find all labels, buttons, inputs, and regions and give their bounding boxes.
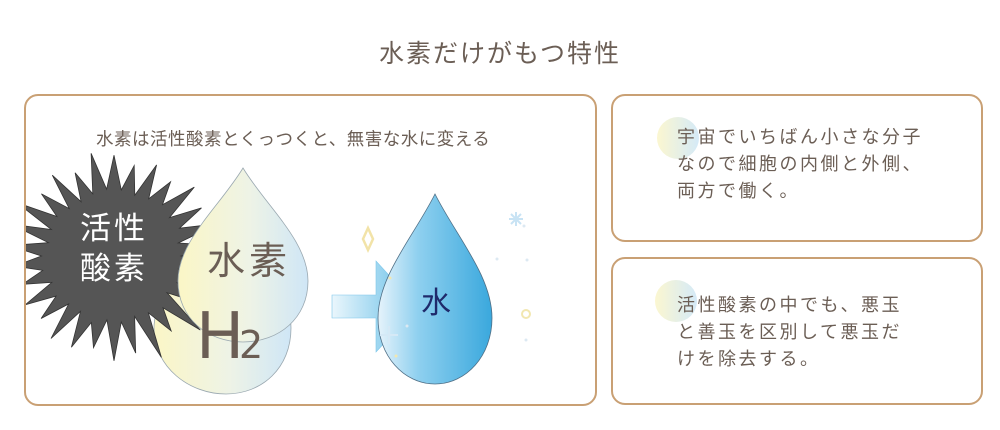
feature-text-line: なので細胞の内側と外側、 bbox=[677, 154, 923, 175]
h2-label-h: H bbox=[196, 300, 244, 374]
water-drop-label: 水 bbox=[421, 286, 451, 321]
feature-panel-small-molecule: 宇宙でいちばん小さな分子 なので細胞の内側と外側、 両方で働く。 bbox=[611, 94, 983, 242]
hydrogen-reaction-panel: 水素は活性酸素とくっつくと、無害な水に変える 活性 酸素 水素 H 2 水 bbox=[24, 94, 597, 406]
page-title: 水素だけがもつ特性 bbox=[378, 39, 621, 68]
feature-text-line: けを除去する。 bbox=[677, 349, 821, 370]
hydrogen-drop bbox=[177, 167, 309, 343]
active-oxygen-burst bbox=[26, 153, 224, 361]
feature-text: 活性酸素の中でも、悪玉 と善玉を区別して悪玉だ けを除去する。 bbox=[677, 292, 902, 373]
sparkle-icon bbox=[361, 224, 375, 254]
burst-label-line2: 酸素 bbox=[80, 251, 148, 287]
sparkle-icon bbox=[509, 212, 523, 226]
feature-panel-selective-removal: 活性酸素の中でも、悪玉 と善玉を区別して悪玉だ けを除去する。 bbox=[611, 257, 983, 405]
decorative-circle bbox=[655, 280, 697, 322]
feature-text-line: 両方で働く。 bbox=[677, 181, 800, 202]
reaction-illustration: 活性 酸素 水素 H 2 水 bbox=[26, 153, 531, 395]
water-drop bbox=[377, 193, 493, 385]
feature-text-line: 活性酸素の中でも、悪玉 bbox=[677, 295, 902, 316]
decorative-circle bbox=[657, 117, 699, 159]
feature-text-line: 宇宙でいちばん小さな分子 bbox=[677, 127, 923, 148]
sparkle-icon bbox=[380, 326, 398, 344]
h2-label-subscript: 2 bbox=[239, 323, 263, 367]
feature-text-line: と善玉を区別して悪玉だ bbox=[677, 322, 902, 343]
hydrogen-drop-label: 水素 bbox=[207, 239, 291, 283]
feature-text: 宇宙でいちばん小さな分子 なので細胞の内側と外側、 両方で働く。 bbox=[677, 124, 923, 205]
reaction-caption: 水素は活性酸素とくっつくと、無害な水に変える bbox=[96, 130, 491, 150]
burst-label-line1: 活性 bbox=[80, 211, 148, 247]
